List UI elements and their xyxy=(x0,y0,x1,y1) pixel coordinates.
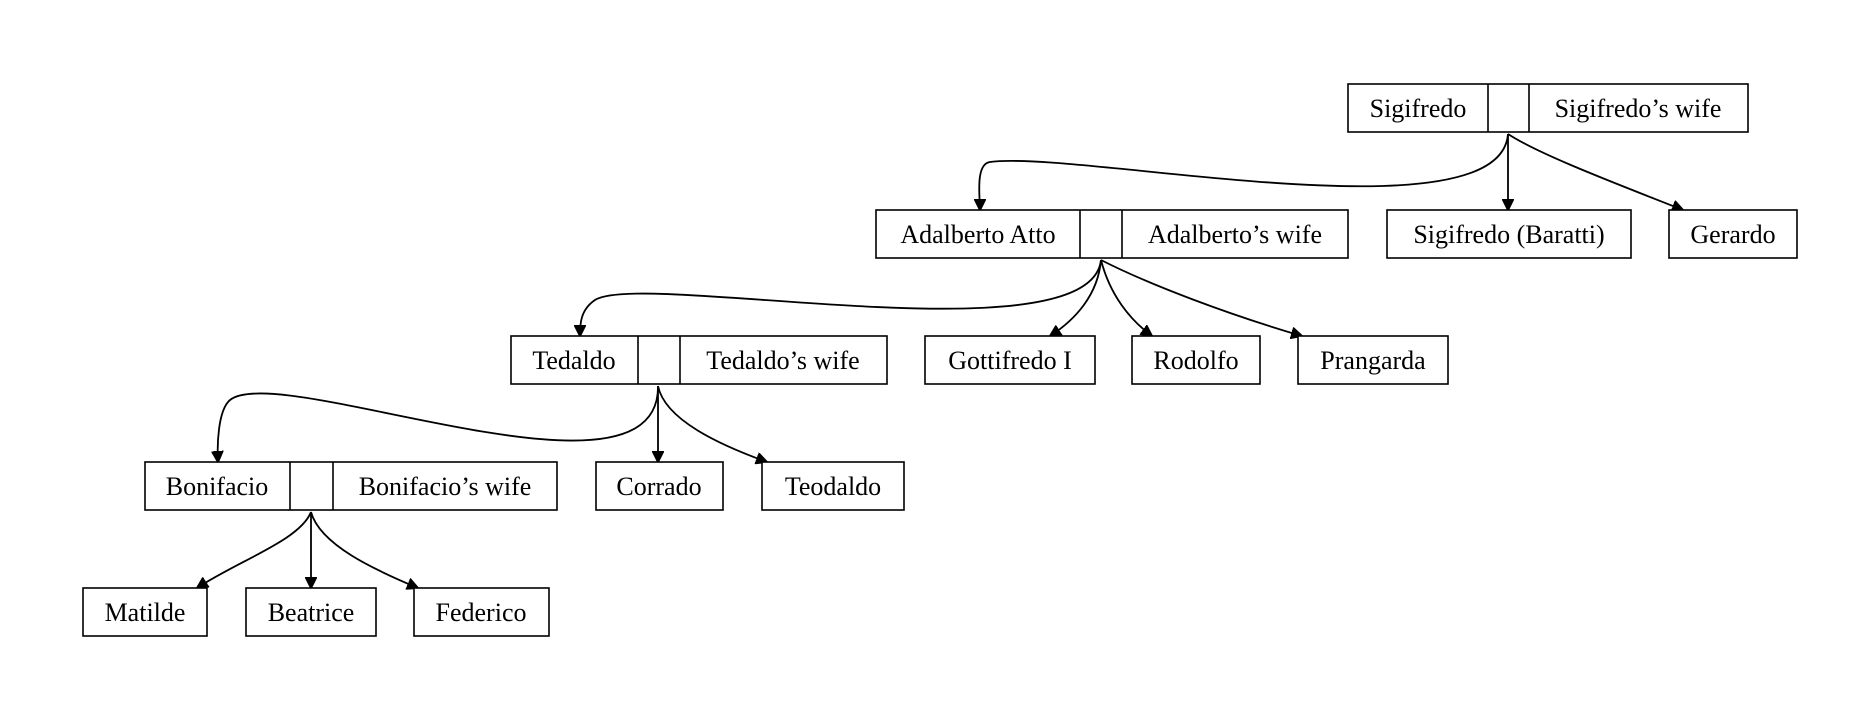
couple-adalberto: Adalberto Atto Adalberto’s wife xyxy=(875,209,1349,259)
person-beatrice: Beatrice xyxy=(245,587,377,637)
edge-bonifacio-matilde xyxy=(197,511,312,588)
husband-label-sigifredo: Sigifredo xyxy=(1370,94,1467,123)
person-label-corrado: Corrado xyxy=(616,472,701,501)
husband-label-bonifacio: Bonifacio xyxy=(166,472,269,501)
person-federico: Federico xyxy=(413,587,550,637)
person-corrado: Corrado xyxy=(595,461,724,511)
person-label-teodaldo: Teodaldo xyxy=(785,472,881,501)
edge-adalberto-tedaldo xyxy=(580,259,1102,336)
edge-bonifacio-federico xyxy=(310,511,418,588)
person-label-gottifredo: Gottifredo I xyxy=(948,346,1071,375)
wife-label-bonifacio: Bonifacio’s wife xyxy=(359,472,532,501)
person-sigifredo-baratti: Sigifredo (Baratti) xyxy=(1386,209,1632,259)
person-prangarda: Prangarda xyxy=(1297,335,1449,385)
wife-label-sigifredo: Sigifredo’s wife xyxy=(1555,94,1722,123)
person-matilde: Matilde xyxy=(82,587,208,637)
person-gerardo: Gerardo xyxy=(1668,209,1798,259)
person-label-matilde: Matilde xyxy=(105,598,186,627)
husband-label-tedaldo: Tedaldo xyxy=(532,346,615,375)
edge-adalberto-rodolfo xyxy=(1100,259,1152,336)
person-label-prangarda: Prangarda xyxy=(1320,346,1426,375)
wife-label-adalberto: Adalberto’s wife xyxy=(1148,220,1322,249)
edge-tedaldo-teodaldo xyxy=(657,385,767,462)
couple-bonifacio: Bonifacio Bonifacio’s wife xyxy=(144,461,558,511)
couple-tedaldo: Tedaldo Tedaldo’s wife xyxy=(510,335,888,385)
person-rodolfo: Rodolfo xyxy=(1131,335,1261,385)
edge-adalberto-prangarda xyxy=(1100,259,1302,336)
person-label-gerardo: Gerardo xyxy=(1690,220,1775,249)
person-gottifredo: Gottifredo I xyxy=(924,335,1096,385)
edge-sigifredo-adalberto xyxy=(979,133,1509,210)
couple-sigifredo: Sigifredo Sigifredo’s wife xyxy=(1347,83,1749,133)
person-label-rodolfo: Rodolfo xyxy=(1153,346,1238,375)
husband-label-adalberto: Adalberto Atto xyxy=(900,220,1055,249)
wife-label-tedaldo: Tedaldo’s wife xyxy=(706,346,859,375)
edge-tedaldo-bonifacio xyxy=(218,385,659,462)
person-teodaldo: Teodaldo xyxy=(761,461,905,511)
person-label-federico: Federico xyxy=(436,598,527,627)
edge-sigifredo-gerardo xyxy=(1507,133,1683,210)
edge-adalberto-gottifredo xyxy=(1050,259,1102,336)
person-label-sigifredo-baratti: Sigifredo (Baratti) xyxy=(1413,220,1604,249)
edges-layer xyxy=(197,133,1683,588)
person-label-beatrice: Beatrice xyxy=(268,598,355,627)
